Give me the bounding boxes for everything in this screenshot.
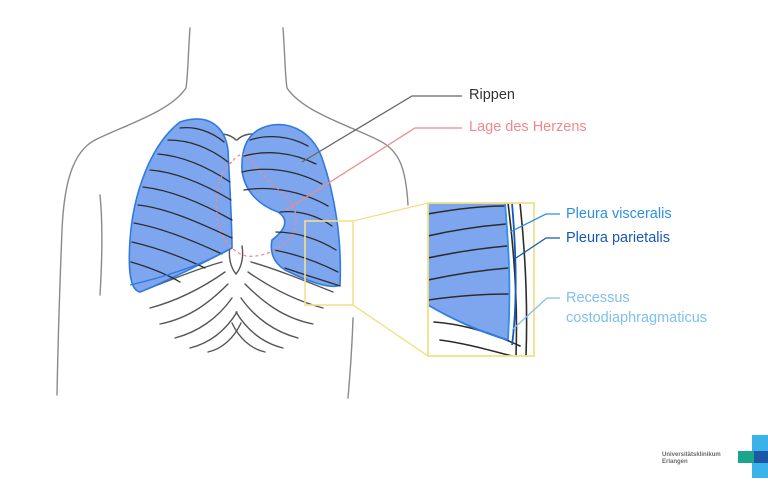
logo-text: Universitätsklinikum Erlangen <box>662 452 721 465</box>
body-outline <box>56 27 409 399</box>
lung-right <box>241 123 342 288</box>
leader-pleura-visceralis <box>509 213 560 233</box>
label-heart: Lage des Herzens <box>469 119 587 135</box>
logo-mark <box>738 435 768 478</box>
leader-pleura-parietalis <box>515 237 560 259</box>
label-ribs: Rippen <box>469 87 515 103</box>
leader-recessus <box>511 297 560 331</box>
rib-cage <box>139 133 334 353</box>
label-recessus-line1: Recessus <box>566 290 630 306</box>
label-pleura-visceralis: Pleura visceralis <box>566 206 672 222</box>
logo-line2: Erlangen <box>662 458 688 465</box>
leader-ribs <box>301 95 462 163</box>
zoom-inset <box>428 203 534 356</box>
left-lung-ribs <box>130 126 233 283</box>
lung-left <box>128 118 233 293</box>
label-pleura-parietalis: Pleura parietalis <box>566 230 670 246</box>
label-recessus-line2: costodiaphragmaticus <box>566 310 708 326</box>
leader-heart <box>285 127 462 211</box>
right-lung-ribs <box>241 135 341 287</box>
logo-line1: Universitätsklinikum <box>662 452 721 458</box>
heart-outline <box>215 153 297 257</box>
highlight-box <box>304 220 354 306</box>
